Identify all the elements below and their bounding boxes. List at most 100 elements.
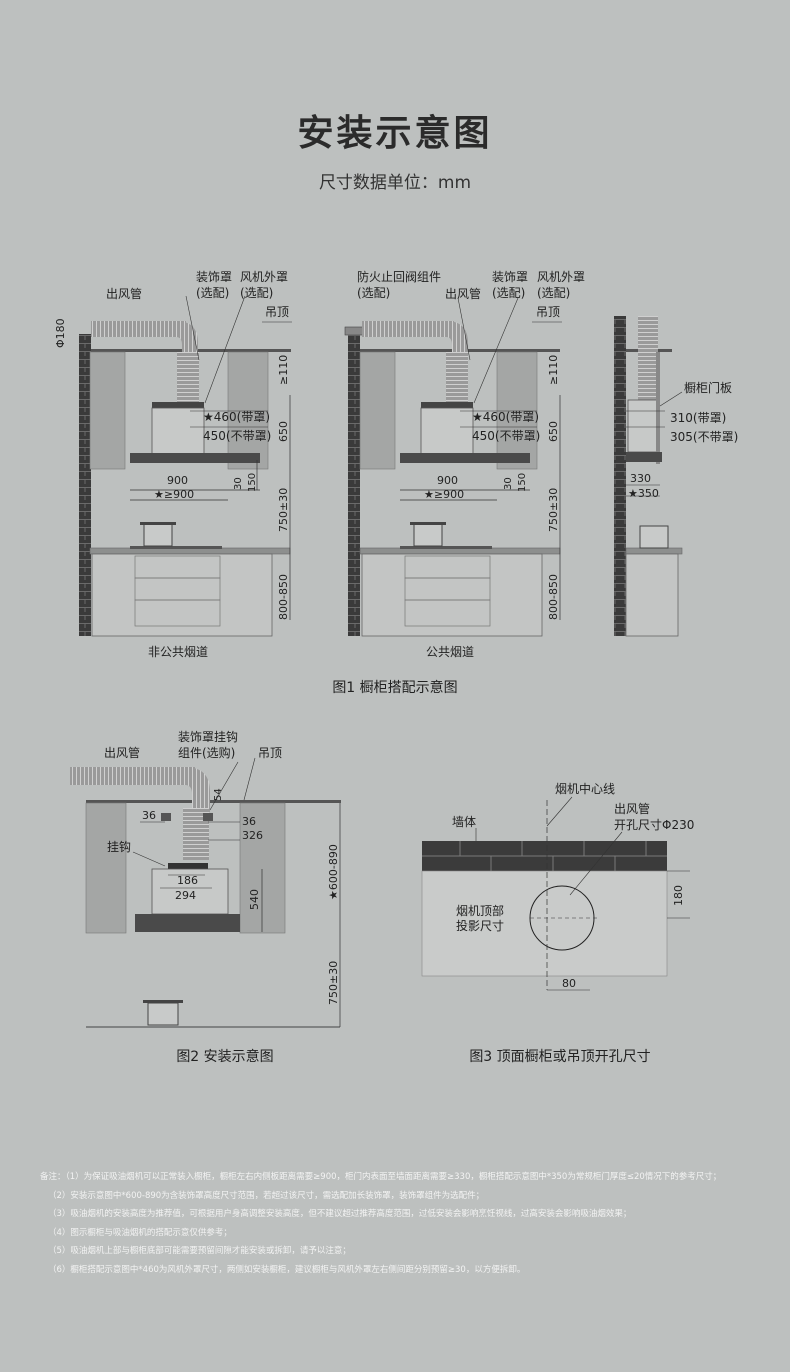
duct-elbow (185, 767, 210, 812)
centerline-label: 烟机中心线 (555, 781, 615, 796)
fan-cover (420, 407, 474, 455)
outlet-pipe-label: 出风管 (106, 286, 142, 301)
dim-sw900: ★≥900 (154, 488, 194, 501)
leader-line (185, 295, 200, 361)
vertical-duct (177, 352, 199, 402)
ceiling-line (86, 800, 341, 803)
note-line: （6）橱柜搭配示意图中*460为风机外罩尺寸，两侧如安装橱柜，建议橱柜与风机外罩… (48, 1264, 526, 1275)
pot (147, 1002, 179, 1026)
dim-ge110: ≥110 (277, 355, 290, 385)
dim-h750: 750±30 (547, 488, 560, 532)
figure-2-installation-diagram: 装饰罩挂钩 组件(选购) 出风管 吊顶 挂钩 54 36 36 326 186 … (70, 730, 341, 1028)
dim-d326: 326 (242, 829, 263, 842)
countertop (625, 547, 683, 555)
outlet-pipe-label: 出风管 (445, 286, 481, 301)
decor-cover-opt-label: (选配) (492, 286, 525, 300)
dim-s350: ★350 (628, 487, 659, 500)
projection-label-2: 投影尺寸 (456, 918, 504, 933)
hook-assembly-label: 装饰罩挂钩 (178, 730, 238, 744)
dim-d80: 80 (562, 977, 576, 990)
dim-h150: 150 (517, 473, 528, 492)
hood-panel (626, 452, 662, 462)
dim-h750: 750±30 (277, 488, 290, 532)
note-line: （5）吸油烟机上部与橱柜底部可能需要预留间隙才能安装或拆卸，请予以注意； (48, 1246, 351, 1256)
fan-cover-opt-label: (选配) (537, 286, 570, 300)
cabinet-door (656, 352, 660, 464)
figure-3-caption: 图3 顶面橱柜或吊顶开孔尺寸 (469, 1049, 651, 1065)
leader-line (569, 831, 623, 896)
figure-1-caption: 图1 橱柜搭配示意图 (332, 680, 458, 696)
wall-label: 墙体 (452, 815, 476, 829)
ceiling-label: 吊顶 (536, 305, 560, 319)
drawer (404, 599, 491, 627)
cabinet-left (85, 802, 127, 934)
base-cabinet (361, 553, 543, 637)
brick-wall (614, 316, 626, 636)
dim-s460: ★460(带罩) (472, 410, 539, 424)
dim-ge110: ≥110 (547, 355, 560, 385)
dim-d330: 330 (630, 472, 651, 485)
figure-2-caption: 图2 安装示意图 (176, 1049, 274, 1065)
fan-cover-label: 风机外罩 (537, 270, 585, 284)
drawer (134, 599, 221, 627)
dim-h650: 650 (547, 421, 560, 442)
outlet-duct (70, 767, 195, 785)
outlet-label: 出风管 (614, 801, 650, 816)
outlet-duct (362, 321, 454, 337)
cooktop (130, 546, 222, 549)
pot (143, 523, 173, 547)
dim-d180: Φ180 (54, 318, 67, 348)
outlet-duct (91, 321, 186, 337)
pot (413, 523, 443, 547)
fig1-left-group: 出风管 装饰罩 (选配) 风机外罩 (选配) 吊顶 Φ180 ≥110 ★460… (54, 270, 292, 637)
dim-w900: 900 (167, 474, 188, 487)
dim-sw900: ★≥900 (424, 488, 464, 501)
leader-line (132, 851, 166, 867)
leader-line (659, 391, 683, 407)
fan-top (168, 863, 208, 869)
top-panel (421, 870, 668, 977)
dim-h30: 30 (503, 477, 514, 490)
projection-label: 烟机顶部 (456, 903, 504, 918)
fire-valve-opt-label: (选配) (357, 286, 390, 300)
opening-size-label: 开孔尺寸Φ230 (614, 818, 694, 832)
fig1-middle-group: 防火止回阀组件 (选配) 出风管 装饰罩 (选配) 风机外罩 (选配) 吊顶 ≥… (344, 269, 585, 637)
decor-cover-label: 装饰罩 (196, 270, 232, 284)
dim-d36b: 36 (242, 815, 256, 828)
dim-s460: ★460(带罩) (203, 410, 270, 424)
dim-d310: 310(带罩) (670, 411, 726, 425)
dim-d540: 540 (248, 889, 261, 910)
vertical-duct (638, 316, 658, 400)
leader-line (204, 295, 246, 404)
note-line: （4）图示橱柜与吸油烟机的搭配示意仅供参考； (48, 1227, 232, 1238)
dim-s450: 450(不带罩) (203, 429, 271, 443)
duct-elbow (446, 321, 468, 360)
leader-line (473, 297, 519, 404)
upper-cabinet-left (89, 351, 126, 470)
base-cabinet (91, 553, 273, 637)
base-cabinet (625, 553, 679, 637)
upper-cabinet-left (359, 351, 396, 470)
dim-s450: 450(不带罩) (472, 429, 540, 443)
unit-subtitle: 尺寸数据单位：mm (318, 173, 472, 193)
note-line: （2）安装示意图中*600-890为含装饰罩高度尺寸范围，若超过该尺寸，需选配加… (48, 1190, 485, 1201)
pot (639, 525, 669, 549)
pot-lid (140, 522, 176, 525)
dim-h650: 650 (277, 421, 290, 442)
wall-mortar (422, 841, 667, 871)
dim-w900: 900 (437, 474, 458, 487)
fan-top (152, 402, 204, 408)
brick-wall (348, 334, 360, 636)
leader-line (243, 757, 256, 801)
fan-cover (151, 868, 229, 915)
hook-right (203, 813, 213, 821)
pot-lid (410, 522, 446, 525)
leader-line (546, 796, 573, 827)
dim-d750: 750±30 (327, 961, 340, 1005)
decor-cover-label: 装饰罩 (492, 270, 528, 284)
hook-assembly-label-2: 组件(选购) (178, 745, 235, 760)
fan-cover (627, 399, 659, 453)
ceiling-label: 吊顶 (258, 746, 282, 760)
brick-wall (79, 334, 91, 636)
hook-left (161, 813, 171, 821)
